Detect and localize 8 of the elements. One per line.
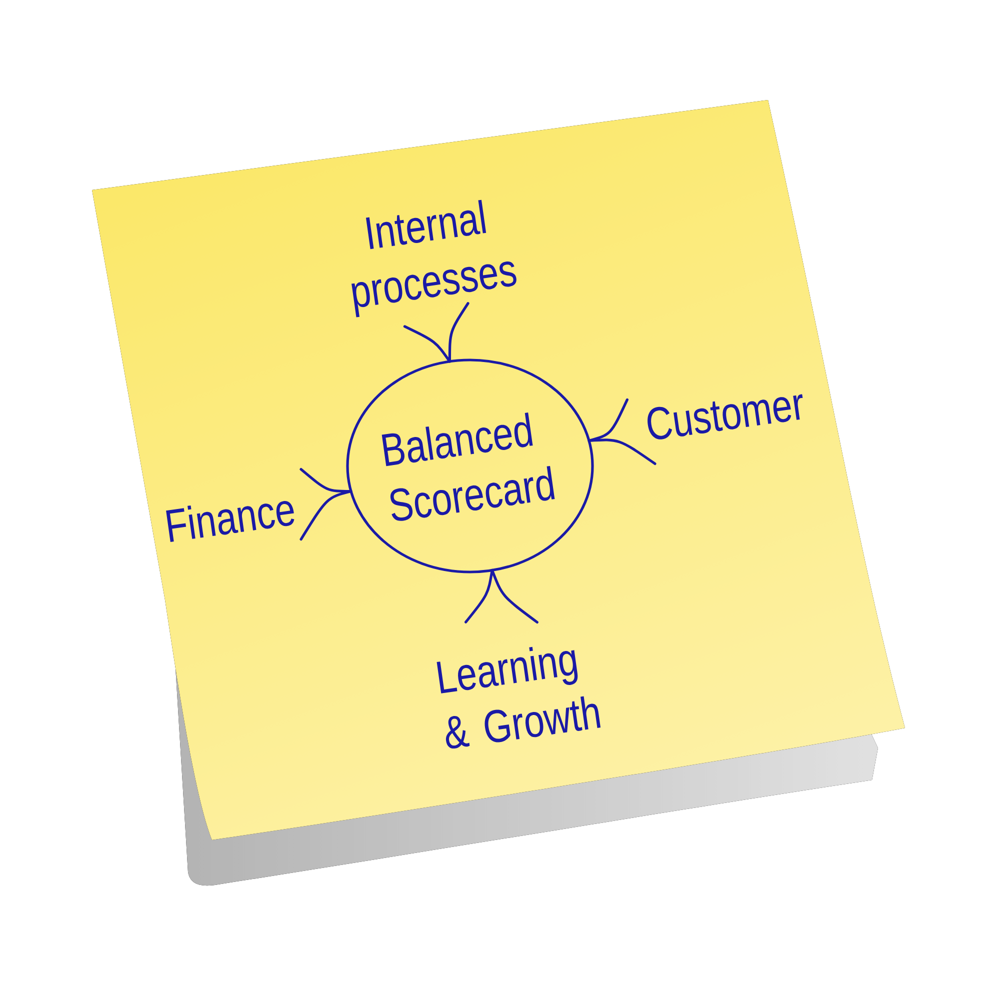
connector <box>300 468 352 541</box>
handwritten-label: Learning & Growth <box>436 646 601 749</box>
connector <box>588 398 656 465</box>
handwritten-label: Internal processes <box>351 200 516 318</box>
handwritten-label: Finance <box>166 500 294 542</box>
handwritten-label: Customer <box>648 394 803 440</box>
connector <box>464 568 538 624</box>
connector <box>403 302 470 363</box>
